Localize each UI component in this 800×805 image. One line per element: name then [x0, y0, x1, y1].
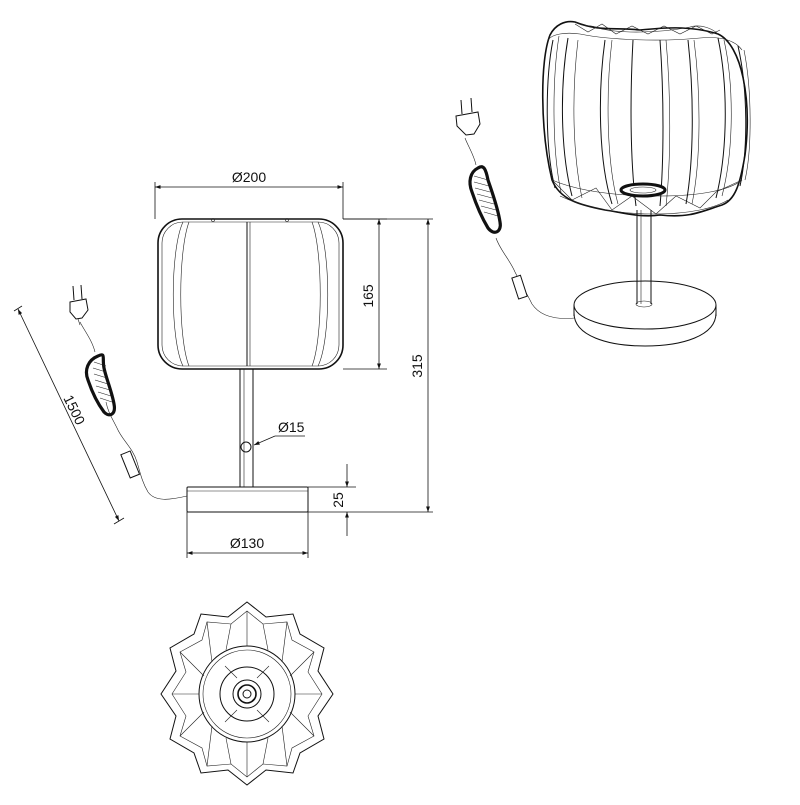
top-view [160, 601, 334, 786]
base-perspective [573, 280, 717, 347]
plug-perspective [455, 111, 481, 136]
shade-perspective [541, 20, 751, 217]
perspective-view [455, 20, 751, 347]
front-elevation: Ø200 165 315 Ø15 25 [13, 169, 433, 558]
dim-label-cord-length: 1500 [60, 392, 88, 427]
dim-label-base-height: 25 [330, 492, 346, 508]
base-front [186, 486, 309, 513]
dim-base-height: 25 [308, 464, 356, 536]
coiled-cord [84, 353, 116, 417]
stem-perspective [636, 210, 652, 304]
base-top-ellipse [573, 280, 717, 330]
dim-label-total-height: 315 [409, 354, 425, 378]
base-top-circle [198, 645, 296, 743]
shade-front [157, 218, 344, 370]
base-outline [186, 486, 309, 513]
dim-base-diameter: Ø130 [186, 512, 309, 558]
coiled-cord-perspective [468, 165, 502, 234]
plug-front [69, 298, 89, 320]
socket-ring [237, 684, 257, 704]
shade-outline [157, 218, 344, 370]
switch-knob [240, 441, 252, 453]
dim-total-height: 315 [308, 218, 433, 513]
dim-label-shade-height: 165 [360, 284, 376, 308]
cord-front [69, 284, 188, 500]
stem-front [239, 369, 254, 487]
dim-stem-diameter: Ø15 [253, 419, 305, 446]
cord-perspective [455, 97, 576, 319]
dim-label-stem-diameter: Ø15 [278, 419, 305, 435]
dim-label-shade-diameter: Ø200 [232, 169, 266, 185]
dim-label-base-diameter: Ø130 [230, 535, 264, 551]
dim-shade-height: 165 [343, 218, 387, 370]
shade-hub-ring [619, 182, 667, 198]
shade-top-outline [160, 601, 334, 786]
dim-shade-diameter: Ø200 [154, 169, 344, 219]
